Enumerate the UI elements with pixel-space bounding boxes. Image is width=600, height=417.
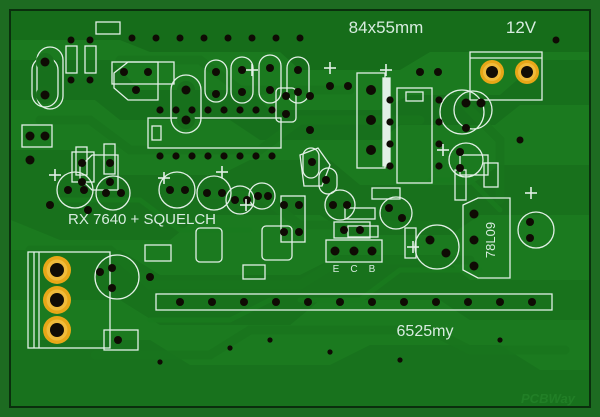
label-power-12v: 12V bbox=[506, 18, 537, 37]
trace-network bbox=[25, 55, 570, 360]
pin-label-c: C bbox=[350, 264, 357, 275]
label-project-name: RX 7640 + SQUELCH bbox=[68, 211, 216, 228]
label-dimensions: 84x55mm bbox=[349, 18, 424, 37]
pin-label-e: E bbox=[333, 264, 340, 275]
through-hole-pads bbox=[25, 34, 560, 365]
polarity-marks bbox=[49, 62, 537, 253]
label-author: 6525my bbox=[397, 323, 454, 340]
gold-pads bbox=[43, 60, 539, 344]
pin-label-b: B bbox=[369, 264, 376, 275]
trace-network-thin bbox=[57, 177, 503, 323]
label-regulator-78l09: 78L09 bbox=[483, 222, 498, 258]
pcbway-watermark: PCBWay bbox=[521, 391, 576, 406]
